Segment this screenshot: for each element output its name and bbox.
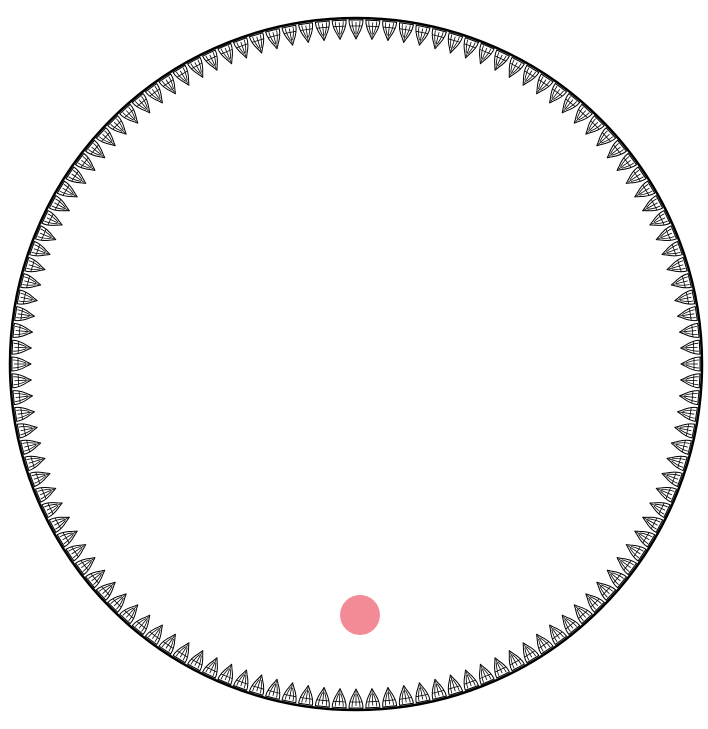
ball [340,595,380,635]
